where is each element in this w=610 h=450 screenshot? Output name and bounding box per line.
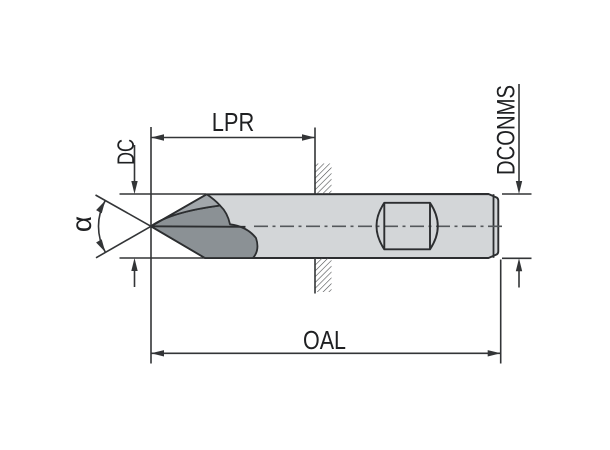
dimension-dconms: DCONMS <box>493 84 532 288</box>
dimension-lpr: LPR <box>150 109 315 364</box>
dimension-point-angle: α <box>66 194 152 259</box>
dc-arrow-top <box>131 181 138 194</box>
angle-arrow-lower <box>96 239 106 253</box>
oal-arrow-left <box>151 350 164 357</box>
cutting-tip <box>150 193 259 259</box>
flute-face-light <box>150 193 221 228</box>
dimension-oal: OAL <box>151 259 502 364</box>
flute-root-edge <box>150 225 246 228</box>
dconms-label: DCONMS <box>493 85 521 175</box>
dconms-arrow-bottom <box>515 258 523 272</box>
reference-plane-hatch <box>314 127 332 294</box>
lpr-arrow-right <box>302 134 315 141</box>
oal-arrow-right <box>487 350 501 357</box>
hatch-area-top <box>315 163 332 194</box>
dimension-dc: DC <box>113 139 206 287</box>
oal-label: OAL <box>303 327 346 355</box>
angle-label: α <box>66 216 97 232</box>
angle-arrow-upper <box>96 200 106 214</box>
hatch-area-bottom <box>315 258 332 292</box>
lpr-label: LPR <box>212 109 255 137</box>
dc-label: DC <box>113 139 140 165</box>
shank-screw-feature <box>375 201 439 251</box>
lpr-arrow-left <box>151 134 164 141</box>
dc-arrow-bottom <box>131 258 138 271</box>
dconms-arrow-top <box>515 181 523 194</box>
angle-ray-lower <box>95 225 152 259</box>
